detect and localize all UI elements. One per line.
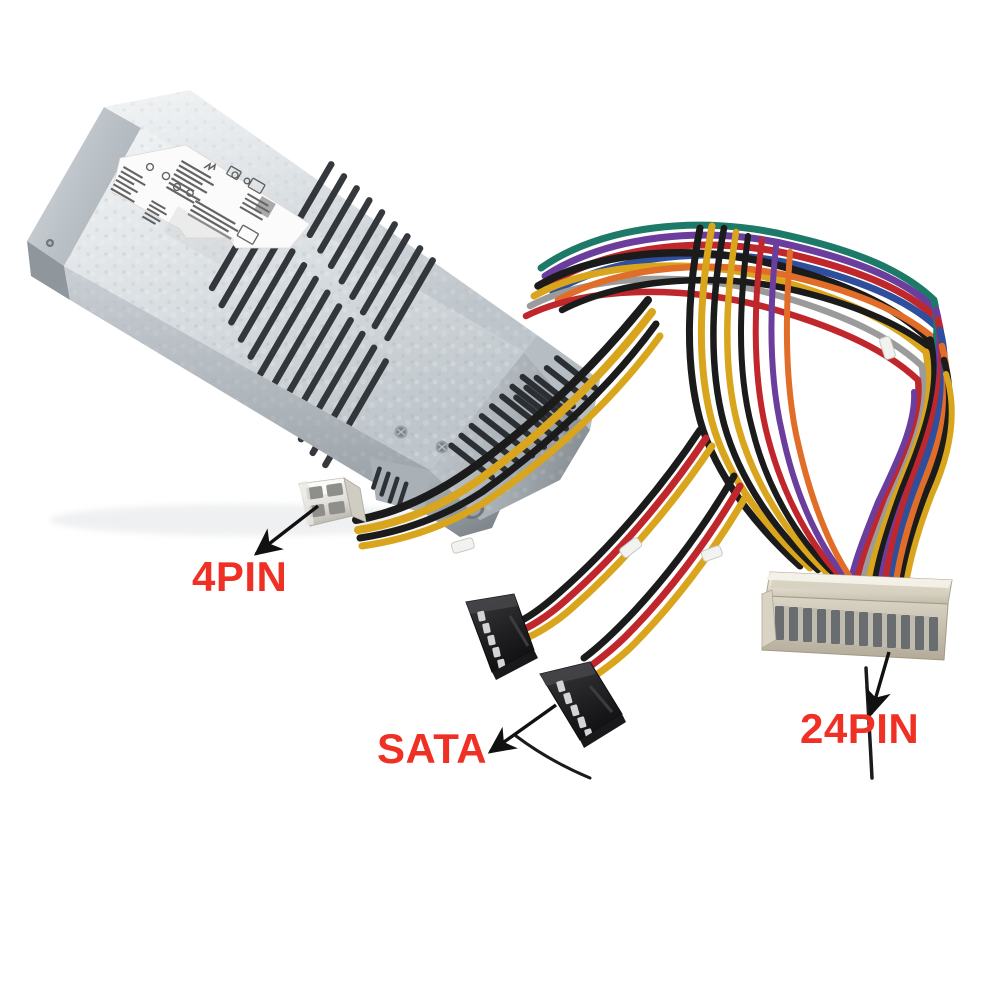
harness-sata-branch-b [580, 472, 750, 682]
connector-4pin-side [343, 477, 367, 523]
annotation-label-24pin: 24PIN [800, 705, 920, 752]
connector-24pin-latch [771, 580, 946, 596]
psu-screw-group [394, 425, 449, 454]
harness-upper-arch [522, 221, 948, 384]
connector-sata-1-lip [492, 650, 538, 680]
psu-left-end-panel [27, 107, 141, 266]
harness-stray-lead [864, 666, 874, 780]
connector-sata-2-lip [580, 714, 626, 748]
psu-label-barcode [163, 206, 235, 265]
arrow-24pin [865, 651, 891, 717]
psu-front-texture [64, 266, 430, 513]
cable-tie-group [450, 335, 896, 562]
output-wire-harness [352, 221, 955, 780]
annotation-label-sata: SATA [377, 725, 488, 772]
connector-4pin [298, 477, 367, 527]
psu-top-vent-group [208, 161, 436, 469]
annotation-arrows [253, 504, 891, 754]
arrow-sata [487, 703, 557, 754]
connector-sata-2 [539, 661, 626, 748]
psu-chassis [27, 90, 600, 537]
connector-24pin [761, 571, 953, 661]
connector-sata-1-keying-rib [508, 615, 530, 647]
arrow-4pin [253, 504, 320, 556]
screw-left-end-highlight [48, 241, 52, 245]
cable-tie-right [879, 335, 896, 360]
psu-spec-label-print [110, 160, 276, 245]
harness-sata-stray-lead [514, 734, 592, 780]
harness-sata-branch-a [510, 426, 716, 644]
cable-tie-4pin-branch [450, 537, 475, 554]
connector-24pin-contacts [775, 606, 938, 651]
psu-spec-label [110, 144, 311, 265]
harness-mid-descent [686, 222, 855, 583]
connector-4pin-latch [300, 481, 314, 526]
cable-tie-mid-right [700, 545, 723, 562]
psu-left-end-lower [27, 241, 70, 300]
cable-tie-mid-left [619, 537, 643, 559]
connector-24pin-left-wing [761, 589, 777, 649]
harness-right-fall [847, 296, 955, 588]
connector-sata-1 [465, 593, 538, 680]
psu-bracket-vents [371, 466, 409, 509]
annotation-label-4pin: 4PIN [192, 553, 288, 600]
connector-sata-1-contacts [477, 610, 506, 670]
harness-4pin-branch [352, 296, 664, 550]
connector-sata-2-keying-rib [588, 685, 614, 713]
